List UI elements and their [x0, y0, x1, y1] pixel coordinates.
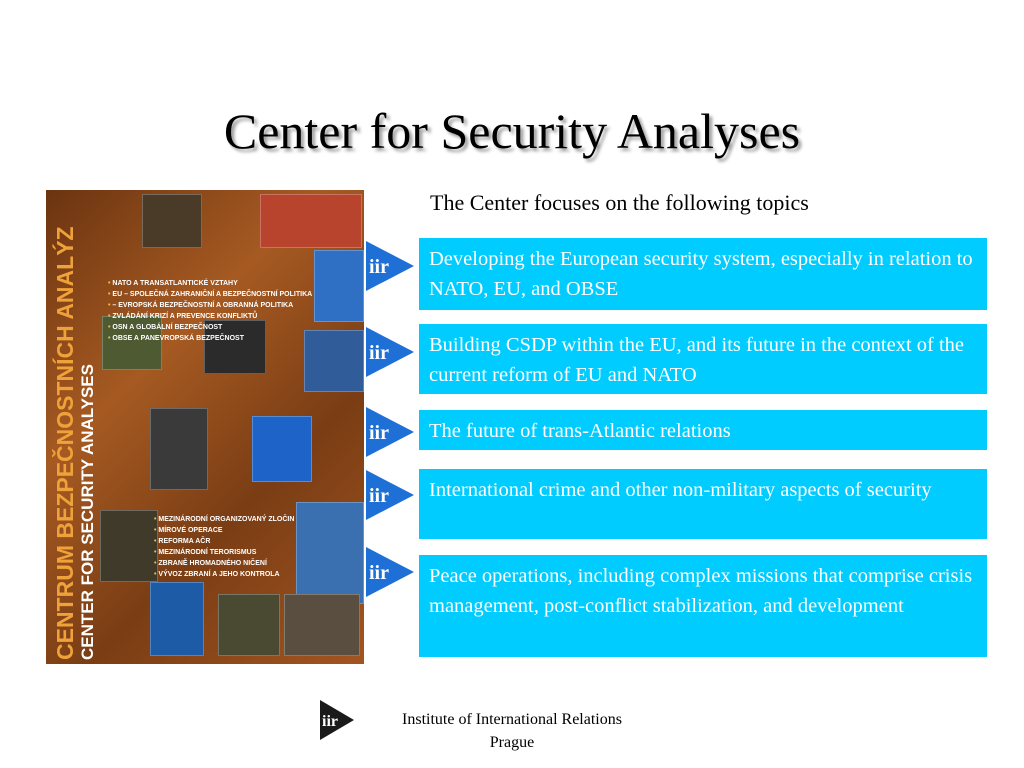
poster-topic-list-top: NATO A TRANSATLANTICKÉ VZTAHY EU – SPOLE…: [108, 278, 312, 344]
poster-list-item: MEZINÁRODNÍ TERORISMUS: [154, 547, 294, 558]
topic-box: The future of trans-Atlantic relations: [419, 410, 987, 450]
poster-list-item: OBSE A PANEVROPSKÁ BEZPEČNOST: [108, 333, 312, 344]
iir-logo-icon: iir: [366, 547, 414, 597]
topic-box: International crime and other non-milita…: [419, 469, 987, 539]
poster-list-item: VÝVOZ ZBRANÍ A JEHO KONTROLA: [154, 569, 294, 580]
topic-box: Building CSDP within the EU, and its fut…: [419, 324, 987, 394]
poster-list-item: REFORMA AČR: [154, 536, 294, 547]
iir-logo-icon: iir: [366, 241, 414, 291]
iir-logo-icon: iir: [366, 407, 414, 457]
poster-list-item: OSN A GLOBÁLNÍ BEZPEČNOST: [108, 322, 312, 333]
poster-list-item: MÍROVÉ OPERACE: [154, 525, 294, 536]
iir-logo-icon: iir: [366, 327, 414, 377]
svg-text:iir: iir: [369, 485, 389, 507]
svg-text:iir: iir: [369, 342, 389, 364]
poster-topic-list-bottom: MEZINÁRODNÍ ORGANIZOVANÝ ZLOČIN MÍROVÉ O…: [154, 514, 294, 580]
topics-intro: The Center focuses on the following topi…: [430, 190, 809, 215]
poster-list-item: – EVROPSKÁ BEZPEČNOSTNÍ A OBRANNÁ POLITI…: [108, 300, 312, 311]
page-title: Center for Security Analyses: [223, 103, 801, 159]
poster-title-czech: CENTRUM BEZPEČNOSTNÍCH ANALÝZ: [52, 226, 78, 660]
poster-list-item: EU – SPOLEČNÁ ZAHRANIČNÍ A BEZPEČNOSTNÍ …: [108, 289, 312, 300]
topic-box: Peace operations, including complex miss…: [419, 555, 987, 657]
poster-image: CENTRUM BEZPEČNOSTNÍCH ANALÝZ CENTER FOR…: [46, 190, 364, 664]
footer-line-1: Institute of International Relations: [402, 711, 622, 728]
footer-line-2: Prague: [489, 734, 535, 751]
footer-institution: Institute of International Relations Pra…: [366, 708, 658, 754]
poster-list-item: NATO A TRANSATLANTICKÉ VZTAHY: [108, 278, 312, 289]
iir-footer-logo-icon: iir: [320, 700, 354, 740]
svg-text:iir: iir: [369, 256, 389, 278]
iir-logo-icon: iir: [366, 470, 414, 520]
topic-box: Developing the European security system,…: [419, 238, 987, 310]
svg-text:iir: iir: [369, 562, 389, 584]
svg-text:iir: iir: [322, 713, 338, 730]
poster-list-item: ZVLÁDÁNÍ KRIZÍ A PREVENCE KONFLIKTŮ: [108, 311, 312, 322]
poster-list-item: ZBRANĚ HROMADNÉHO NIČENÍ: [154, 558, 294, 569]
poster-list-item: MEZINÁRODNÍ ORGANIZOVANÝ ZLOČIN: [154, 514, 294, 525]
poster-title-english: CENTER FOR SECURITY ANALYSES: [78, 364, 97, 660]
svg-text:iir: iir: [369, 422, 389, 444]
